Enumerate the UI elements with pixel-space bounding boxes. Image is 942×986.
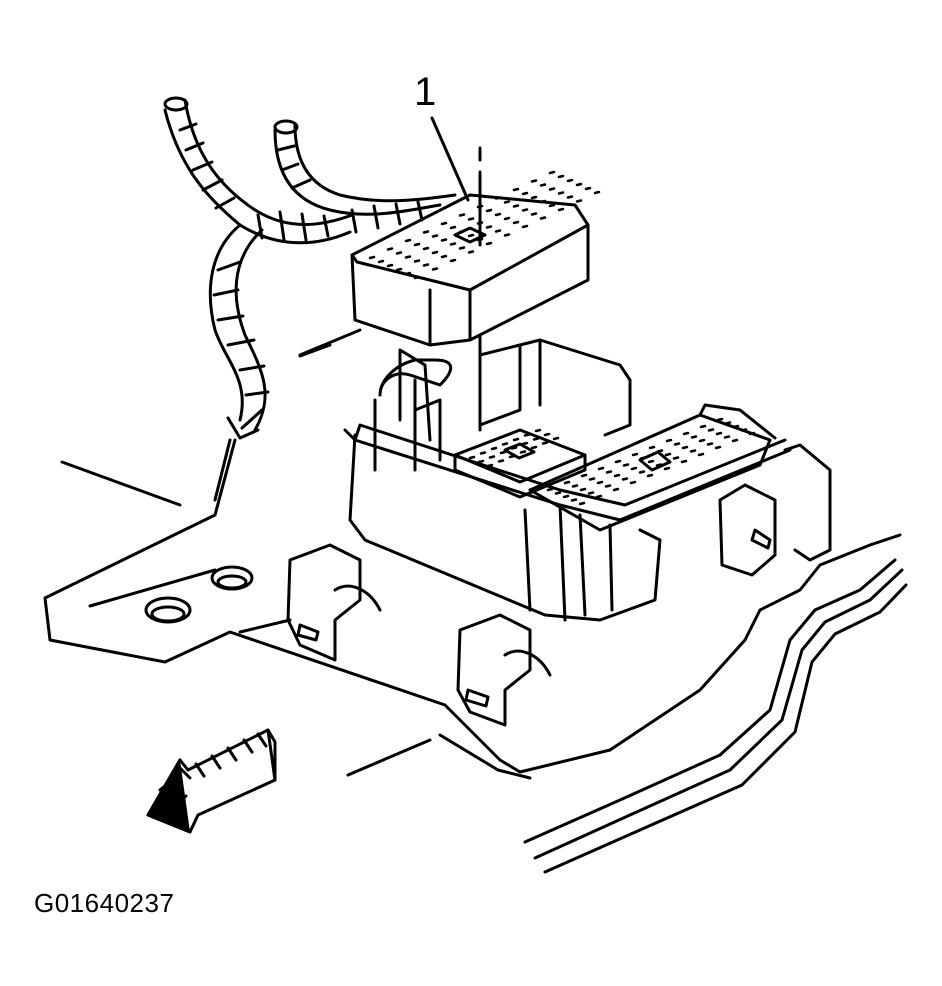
housing-foot-right bbox=[718, 443, 832, 577]
floor-panel bbox=[43, 328, 908, 874]
figure-id-label: G01640237 bbox=[34, 888, 175, 918]
relay-panel-center bbox=[453, 428, 587, 499]
callout-leader-line bbox=[430, 116, 482, 432]
housing-foot-center bbox=[456, 613, 552, 727]
forward-direction-arrow-icon bbox=[146, 728, 277, 834]
relay-panel-right bbox=[528, 403, 777, 532]
fuse-block-housing bbox=[343, 338, 792, 622]
wiring-harness bbox=[163, 96, 457, 440]
fuse-block-cover bbox=[350, 193, 590, 347]
callout-number: 1 bbox=[414, 70, 437, 114]
connector-pin-pattern bbox=[368, 170, 756, 506]
mounting-hole-left bbox=[144, 596, 192, 624]
housing-foot-left bbox=[286, 543, 382, 662]
mounting-hole-right bbox=[210, 565, 254, 591]
